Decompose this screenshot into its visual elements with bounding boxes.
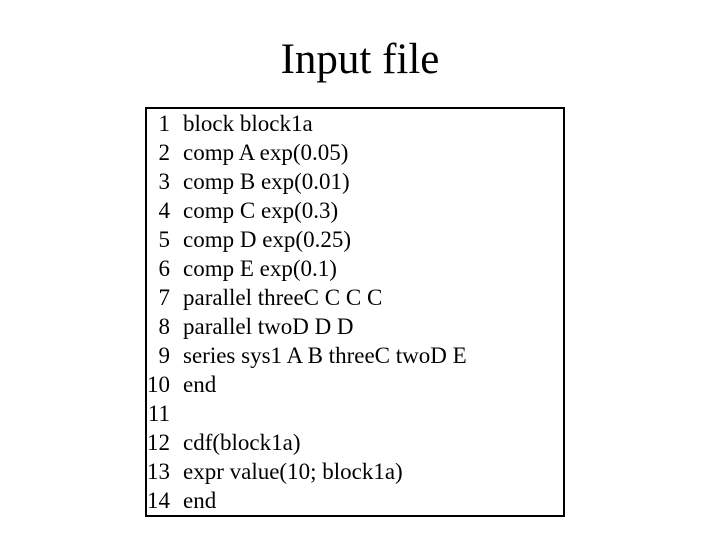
code-line: 1 block block1a (147, 109, 563, 138)
slide-title: Input file (280, 36, 440, 83)
line-text: parallel twoD D D (183, 314, 354, 339)
line-number: 3 (158, 169, 171, 194)
code-line: 6 comp E exp(0.1) (147, 254, 563, 283)
line-text: series sys1 A B threeC twoD E (183, 343, 467, 368)
code-line: 9 series sys1 A B threeC twoD E (147, 341, 563, 370)
input-file-listing: 1 block block1a 2 comp A exp(0.05) 3 comp B e… (145, 107, 565, 517)
line-text: comp B exp(0.01) (183, 169, 350, 194)
line-text: parallel threeC C C C (183, 285, 383, 310)
code-line: 12 cdf(block1a) (147, 428, 563, 457)
line-number: 4 (158, 198, 171, 223)
line-number: 11 (147, 401, 170, 426)
code-line: 2 comp A exp(0.05) (147, 138, 563, 167)
line-number: 12 (147, 430, 170, 455)
code-line: 7 parallel threeC C C C (147, 283, 563, 312)
code-line: 4 comp C exp(0.3) (147, 196, 563, 225)
line-text: end (183, 372, 217, 397)
line-text: comp C exp(0.3) (183, 198, 339, 223)
line-text: comp A exp(0.05) (183, 140, 349, 165)
line-text: expr value(10; block1a) (183, 459, 403, 484)
line-number: 13 (147, 459, 170, 484)
line-text: block block1a (183, 111, 313, 136)
code-line: 5 comp D exp(0.25) (147, 225, 563, 254)
line-number: 6 (158, 256, 171, 281)
line-number: 10 (147, 372, 170, 397)
line-text: comp D exp(0.25) (183, 227, 351, 252)
line-number: 14 (147, 488, 170, 513)
line-number: 9 (158, 343, 171, 368)
line-number: 8 (158, 314, 171, 339)
line-text: end (183, 488, 217, 513)
line-number: 1 (158, 111, 171, 136)
code-line: 8 parallel twoD D D (147, 312, 563, 341)
line-text: comp E exp(0.1) (183, 256, 337, 281)
code-line: 3 comp B exp(0.01) (147, 167, 563, 196)
line-number: 5 (158, 227, 171, 252)
line-number: 7 (158, 285, 171, 310)
line-text: cdf(block1a) (183, 430, 301, 455)
code-line: 13 expr value(10; block1a) (147, 457, 563, 486)
code-line: 10 end (147, 370, 563, 399)
code-line: 14 end (147, 486, 563, 515)
line-number: 2 (158, 140, 171, 165)
code-line: 11 (147, 399, 563, 428)
